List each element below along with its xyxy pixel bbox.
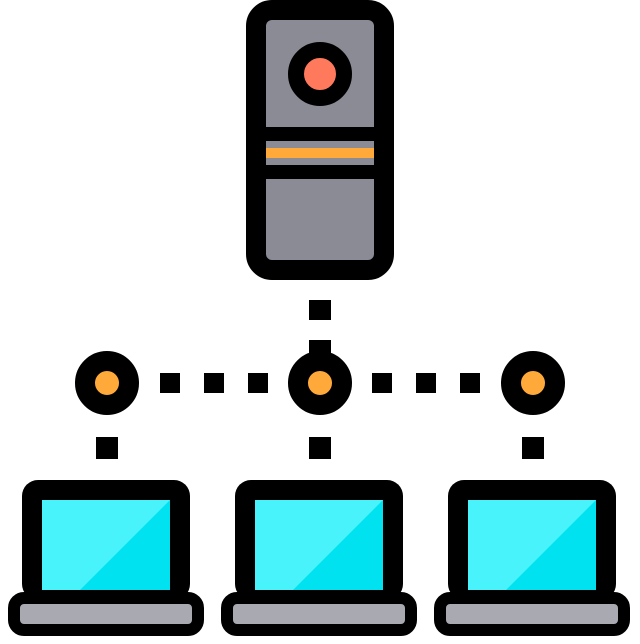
laptop-screen-glare — [506, 500, 596, 590]
connector-dash — [416, 373, 436, 393]
laptop-base — [434, 592, 630, 636]
network-node-right — [501, 351, 565, 415]
laptop-screen-glare — [80, 500, 170, 590]
connector-dash — [309, 300, 331, 320]
connector-dash — [248, 373, 268, 393]
laptop-screen-glare — [293, 500, 383, 590]
network-nodes — [75, 351, 565, 415]
laptop-icon-center — [221, 480, 417, 636]
network-node-center — [288, 351, 352, 415]
laptop-icon-right — [434, 480, 630, 636]
server-icon — [246, 0, 394, 280]
connection-lines — [96, 300, 544, 459]
connector-dash — [460, 373, 480, 393]
connector-dash — [309, 437, 331, 459]
laptop-icon-left — [8, 480, 204, 636]
connector-dash — [96, 437, 118, 459]
connector-dash — [372, 373, 392, 393]
laptop-base — [221, 592, 417, 636]
connector-dash — [522, 437, 544, 459]
server-power-button — [288, 42, 352, 106]
network-node-left — [75, 351, 139, 415]
laptop-base — [8, 592, 204, 636]
connector-dash — [160, 373, 180, 393]
connector-dash — [204, 373, 224, 393]
